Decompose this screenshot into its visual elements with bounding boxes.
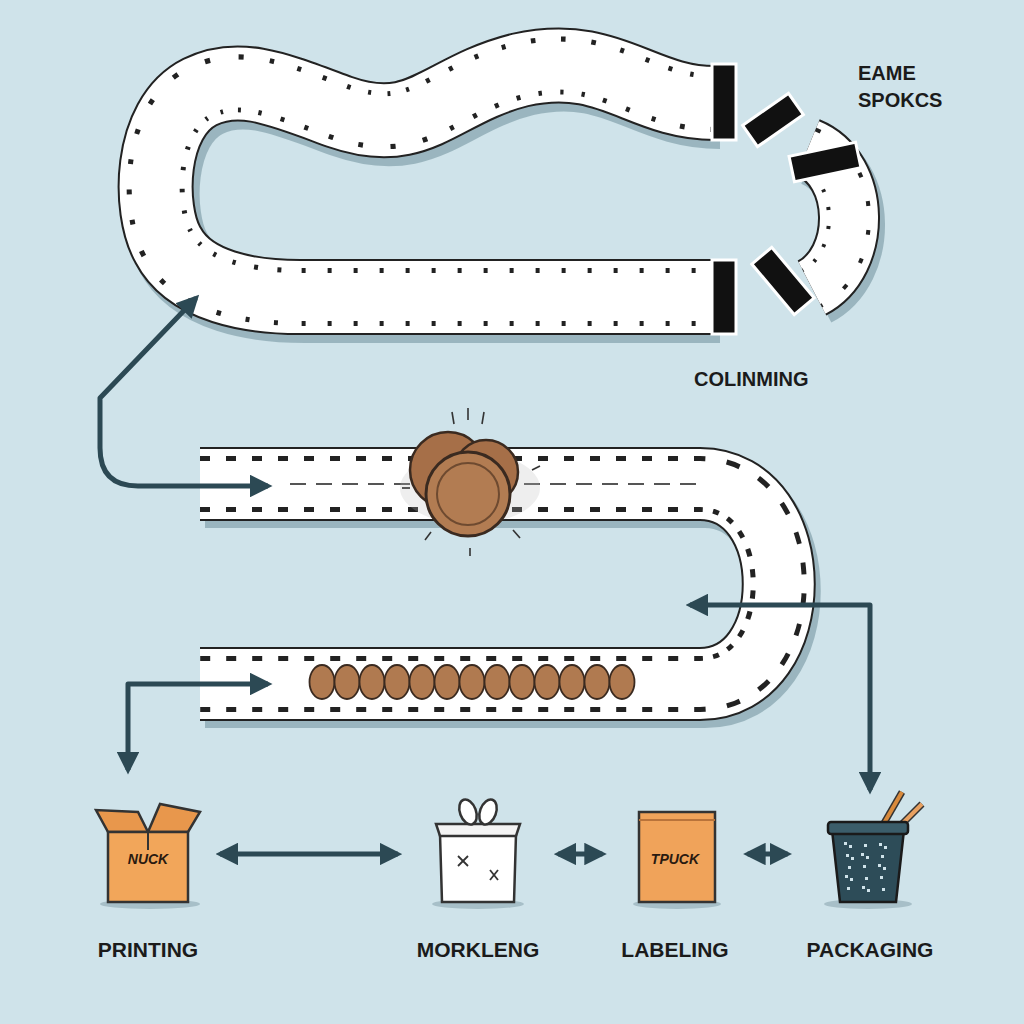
box-print: NUCK bbox=[126, 851, 170, 867]
cookie bbox=[360, 665, 385, 699]
step-label: MORKLENG bbox=[414, 938, 543, 962]
cookie bbox=[585, 665, 610, 699]
label-box-icon: TPUCK LABELING bbox=[614, 790, 735, 962]
cookie bbox=[610, 665, 635, 699]
cookie bbox=[385, 665, 410, 699]
flow-connector bbox=[558, 852, 602, 857]
cookie bbox=[335, 665, 360, 699]
cookie bbox=[400, 408, 540, 556]
top-belt bbox=[156, 65, 720, 304]
cookie bbox=[460, 665, 485, 699]
cup-icon: PACKAGING bbox=[800, 790, 941, 962]
cookie bbox=[310, 665, 335, 699]
flow-connector bbox=[748, 852, 788, 857]
icon-area bbox=[418, 790, 538, 910]
label-box-icon bbox=[615, 790, 735, 910]
cookie bbox=[510, 665, 535, 699]
step-label: LABELING bbox=[618, 938, 731, 962]
icon-area: NUCK bbox=[88, 790, 208, 910]
gift-box-icon bbox=[418, 790, 538, 910]
open-box-icon bbox=[88, 790, 208, 910]
flow-arrows bbox=[100, 298, 870, 790]
step-label: PACKAGING bbox=[804, 938, 937, 962]
box-print: TPUCK bbox=[649, 851, 701, 867]
cookie bbox=[435, 665, 460, 699]
cup-icon bbox=[810, 790, 930, 910]
cookie-row bbox=[310, 665, 635, 699]
icon-area bbox=[810, 790, 930, 910]
belt-blocks bbox=[712, 64, 861, 334]
open-box-icon: NUCK PRINTING bbox=[88, 790, 208, 962]
cookie bbox=[535, 665, 560, 699]
belt-label: COLINMING bbox=[694, 366, 854, 393]
cookie bbox=[485, 665, 510, 699]
belt-label: EAME SPOKCS bbox=[858, 60, 958, 114]
cookie bbox=[560, 665, 585, 699]
step-label: PRINTING bbox=[95, 938, 201, 962]
gift-box-icon: MORKLENG bbox=[410, 790, 547, 962]
cookie bbox=[410, 665, 435, 699]
flow-connector bbox=[220, 852, 398, 857]
icon-area: TPUCK bbox=[615, 790, 735, 910]
